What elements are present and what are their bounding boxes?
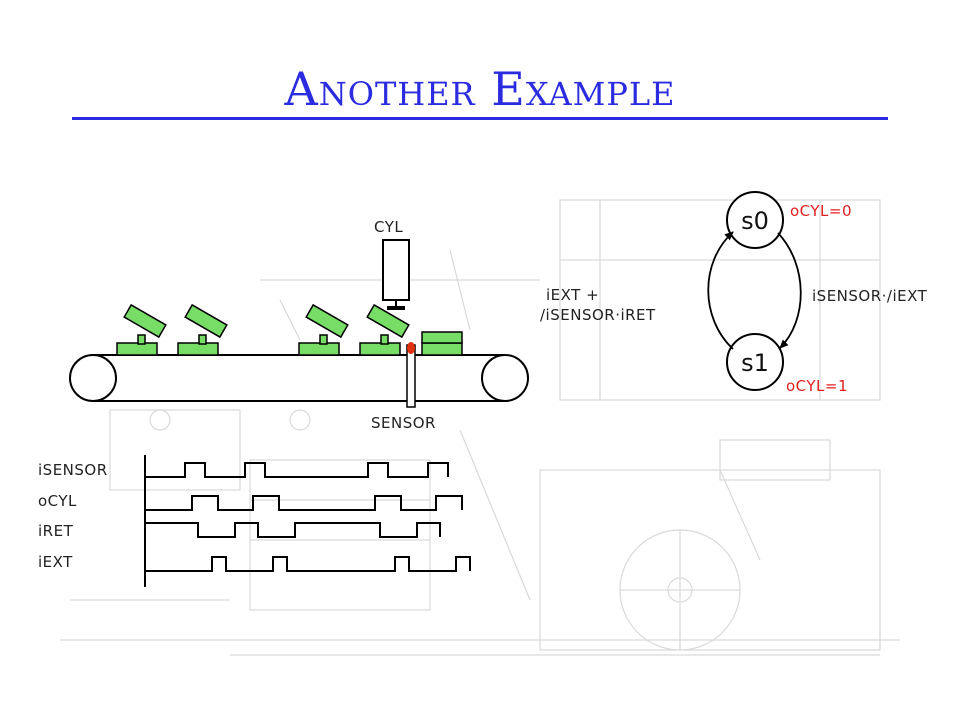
waveform-iext <box>145 556 471 572</box>
state-s0 <box>726 191 784 249</box>
transition-s1-s0-label-line2: /iSENSOR·iRET <box>540 306 656 324</box>
state-s0-name: s0 <box>741 207 769 235</box>
package <box>298 303 349 356</box>
cylinder-head <box>387 306 405 310</box>
cylinder-body <box>382 239 410 301</box>
signal-label-iext: iEXT <box>38 553 73 571</box>
package <box>359 303 410 356</box>
s1-output: oCYL=1 <box>786 377 849 395</box>
slide-title: Another Example <box>284 62 676 116</box>
signal-label-iret: iRET <box>38 522 74 540</box>
waveform-iret <box>145 522 441 538</box>
transition-s0-s1-label: iSENSOR·/iEXT <box>812 287 928 305</box>
sensor-label: SENSOR <box>371 414 436 432</box>
left-roller <box>69 354 117 402</box>
s0-output: oCYL=0 <box>790 202 853 220</box>
state-s1 <box>726 333 784 391</box>
package <box>116 303 167 356</box>
closed-package <box>421 331 463 356</box>
state-s1-name: s1 <box>741 349 769 377</box>
right-roller <box>481 354 529 402</box>
waveform-ocyl <box>145 495 463 511</box>
title-underline <box>72 117 888 120</box>
arrow-s0-to-s1 <box>777 232 802 349</box>
sensor-light <box>407 342 415 354</box>
transition-s1-s0-label-line1: iEXT + <box>546 286 600 304</box>
signal-label-isensor: iSENSOR <box>38 461 108 479</box>
arrow-s1-to-s0 <box>707 231 734 350</box>
package <box>177 303 228 356</box>
cylinder-label: CYL <box>374 218 404 236</box>
waveform-isensor <box>145 462 449 478</box>
signal-label-ocyl: oCYL <box>38 492 77 510</box>
